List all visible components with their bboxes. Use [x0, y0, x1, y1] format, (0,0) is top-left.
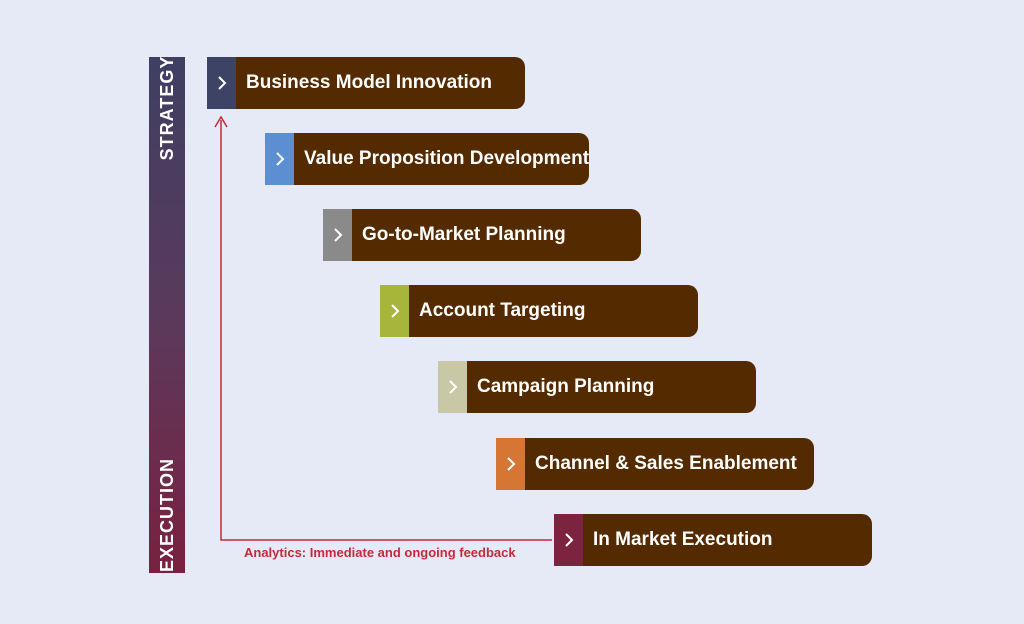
step-campaign-planning: Campaign Planning	[438, 361, 756, 413]
step-tab	[323, 209, 352, 261]
chevron-right-icon	[275, 152, 284, 166]
step-tab	[496, 438, 525, 490]
step-label: Account Targeting	[409, 285, 698, 337]
step-channel-sales-enablement: Channel & Sales Enablement	[496, 438, 814, 490]
step-label: Campaign Planning	[467, 361, 756, 413]
step-tab	[265, 133, 294, 185]
chevron-right-icon	[564, 533, 573, 547]
chevron-right-icon	[448, 380, 457, 394]
step-label: In Market Execution	[583, 514, 872, 566]
chevron-right-icon	[506, 457, 515, 471]
step-tab	[380, 285, 409, 337]
step-go-to-market-planning: Go-to-Market Planning	[323, 209, 641, 261]
strategy-execution-axis	[149, 57, 185, 573]
step-business-model-innovation: Business Model Innovation	[207, 57, 525, 109]
feedback-arrow-head	[214, 115, 228, 128]
chevron-right-icon	[217, 76, 226, 90]
chevron-right-icon	[333, 228, 342, 242]
step-label: Value Proposition Development	[294, 133, 590, 185]
step-account-targeting: Account Targeting	[380, 285, 698, 337]
step-tab	[207, 57, 236, 109]
step-tab	[438, 361, 467, 413]
step-label: Go-to-Market Planning	[352, 209, 641, 261]
step-label: Business Model Innovation	[236, 57, 525, 109]
chevron-right-icon	[390, 304, 399, 318]
feedback-arrow-line	[220, 120, 552, 541]
step-label: Channel & Sales Enablement	[525, 438, 814, 490]
step-value-proposition-development: Value Proposition Development	[265, 133, 590, 185]
step-tab	[554, 514, 583, 566]
step-in-market-execution: In Market Execution	[554, 514, 872, 566]
feedback-label: Analytics: Immediate and ongoing feedbac…	[244, 545, 516, 560]
